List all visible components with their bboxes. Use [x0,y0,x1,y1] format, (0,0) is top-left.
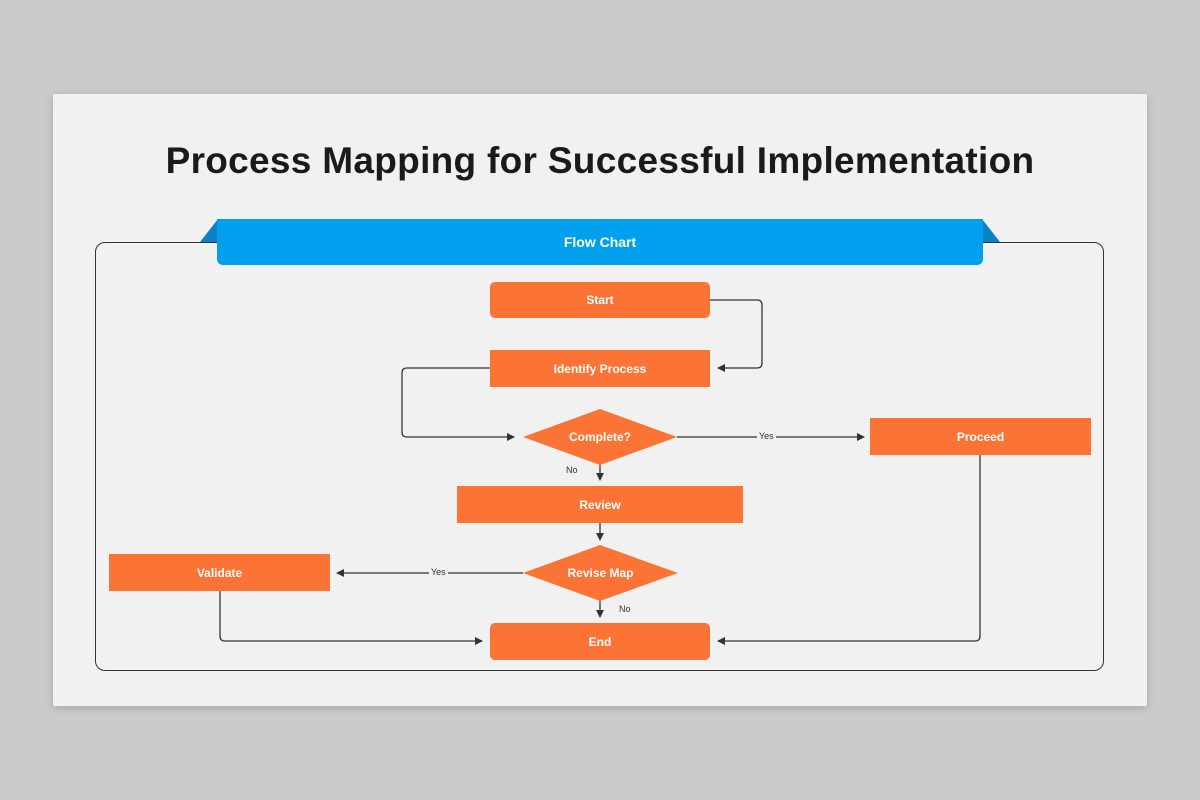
node-proceed: Proceed [870,418,1091,455]
page-title: Process Mapping for Successful Implement… [165,140,1035,181]
edge-label-complete-no: No [564,465,580,475]
banner-fold-right [982,219,1000,242]
banner-fold-left [200,219,218,242]
node-end: End [490,623,710,660]
edge-label-revise-yes: Yes [429,567,448,577]
node-review: Review [457,486,743,523]
node-identify-process: Identify Process [490,350,710,387]
connector-proceed-end [717,455,981,645]
edge-label-revise-no: No [617,604,633,614]
connector-validate-end [219,591,483,645]
node-revise-map-label: Revise Map [567,566,634,580]
node-validate: Validate [109,554,330,591]
connector-start-identify [710,299,763,372]
connector-identify-complete [401,367,515,441]
flow-chart-banner: Flow Chart [217,219,983,265]
node-complete-label: Complete? [568,430,631,444]
node-start: Start [490,282,710,318]
revise-map-diamond [523,545,678,601]
complete-diamond [523,409,677,465]
edge-label-complete-yes: Yes [757,431,776,441]
